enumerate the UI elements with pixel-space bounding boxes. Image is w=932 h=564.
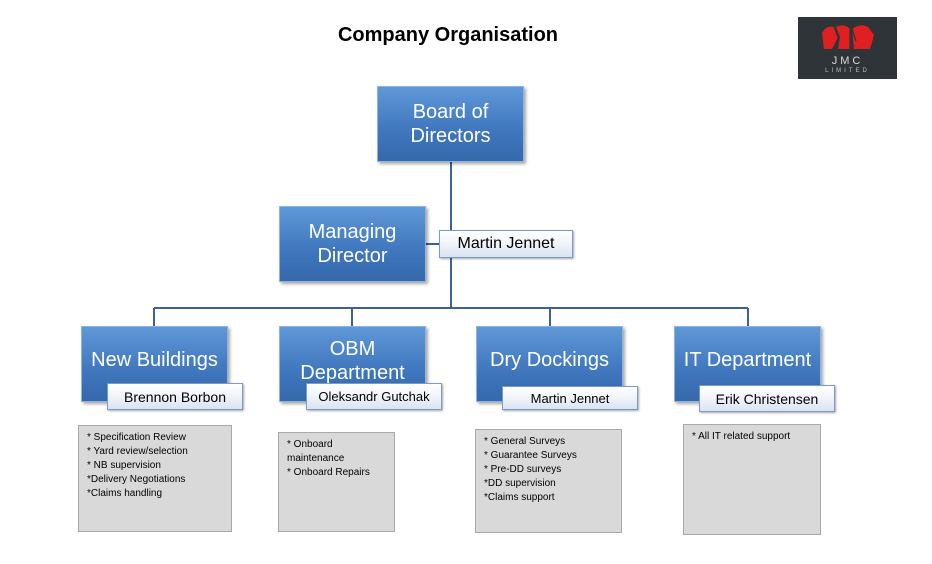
list-item: *DD supervision <box>484 478 556 489</box>
logo-name: JMC <box>831 55 864 67</box>
department-head-name: Erik Christensen <box>699 385 835 412</box>
department-head-name: Oleksandr Gutchak <box>306 383 442 410</box>
company-logo: JMC LIMITED <box>798 17 897 79</box>
list-item: maintenance <box>287 453 345 464</box>
board-label: Board of Directors <box>410 101 491 147</box>
list-item: * Pre-DD surveys <box>484 464 562 475</box>
list-item: *Claims support <box>484 492 555 503</box>
list-item: * NB supervision <box>87 460 161 471</box>
department-head-name: Martin Jennet <box>502 386 638 410</box>
page-title: Company Organisation <box>337 24 559 46</box>
department-label: Dry Dockings <box>490 349 609 371</box>
board-of-directors-box: Board of Directors <box>377 86 524 162</box>
managing-director-name: Martin Jennet <box>439 230 573 258</box>
department-label: New Buildings <box>91 349 218 371</box>
logo-mark-icon <box>822 25 874 49</box>
managing-director-label: Managing Director <box>308 221 397 267</box>
responsibilities-list: * All IT related support <box>683 424 821 535</box>
list-item: * Onboard Repairs <box>287 467 370 478</box>
list-item: * Guarantee Surveys <box>484 450 577 461</box>
responsibilities-list: * General Surveys * Guarantee Surveys * … <box>475 429 622 533</box>
list-item: * Yard review/selection <box>87 446 188 457</box>
department-head-name: Brennon Borbon <box>107 383 243 410</box>
managing-director-box: Managing Director <box>279 206 426 282</box>
responsibilities-list: * Specification Review * Yard review/sel… <box>78 425 232 532</box>
list-item: * All IT related support <box>692 431 791 442</box>
list-item: *Claims handling <box>87 488 163 499</box>
responsibilities-list: * Onboard maintenance * Onboard Repairs <box>278 432 395 532</box>
department-label: OBM Department <box>300 338 405 384</box>
logo-subtitle: LIMITED <box>825 68 870 74</box>
list-item: *Delivery Negotiations <box>87 474 186 485</box>
list-item: * General Surveys <box>484 436 566 447</box>
department-label: IT Department <box>683 349 812 371</box>
list-item: * Onboard <box>287 439 333 450</box>
list-item: * Specification Review <box>87 432 186 443</box>
